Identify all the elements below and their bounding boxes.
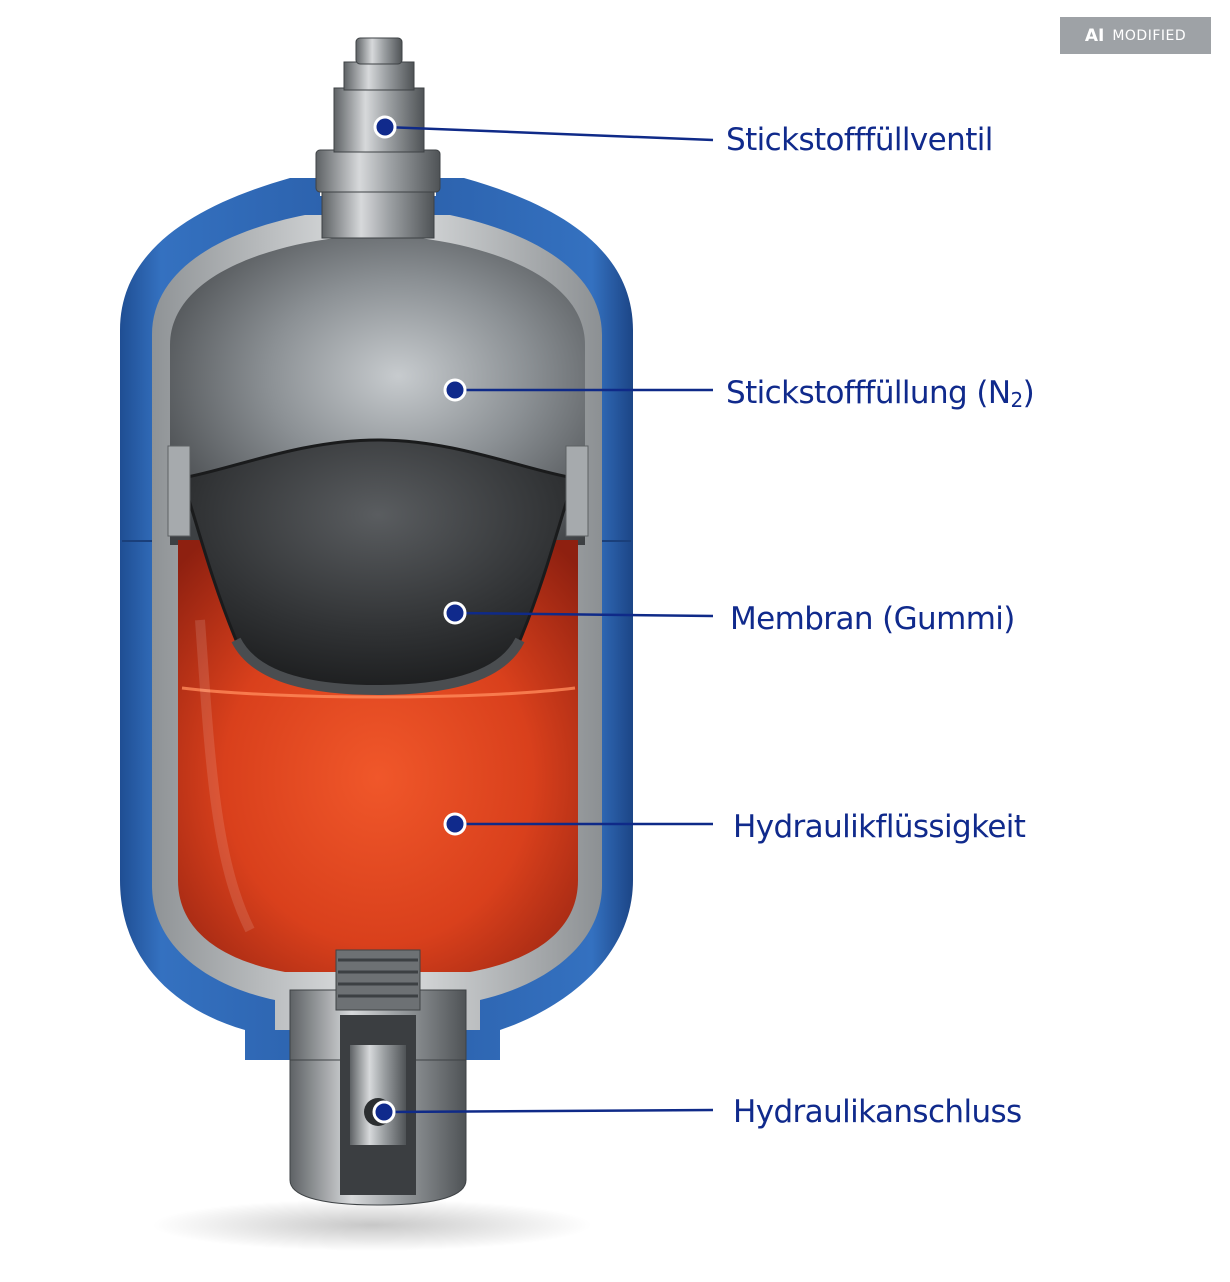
label-nitrogen-fill-suffix: ) [1022, 375, 1035, 411]
leader-lines [372, 115, 714, 1124]
label-hydraulic-fluid-text: Hydraulikflüssigkeit [733, 809, 1026, 845]
fluid-highlight [195, 619, 255, 933]
badge-modified-text: MODIFIED [1112, 27, 1187, 44]
label-hydraulic-port-text: Hydraulikanschluss [733, 1094, 1022, 1130]
badge-ai-text: AI [1084, 25, 1105, 46]
label-nitrogen-fill: Stickstofffüllung (N2) [726, 375, 1035, 412]
floor-shadow [152, 1199, 592, 1251]
label-nitrogen-valve: Stickstofffüllventil [726, 125, 993, 156]
label-hydraulic-fluid: Hydraulikflüssigkeit [733, 809, 1026, 845]
clamp-ring-right [565, 445, 589, 537]
nitrogen-valve [315, 37, 441, 239]
label-hydraulic-port: Hydraulikanschluss [733, 1097, 1022, 1128]
fluid-surface [181, 686, 576, 699]
label-nitrogen-fill-text: Stickstofffüllung (N [726, 375, 1011, 411]
label-nitrogen-fill-subscript: 2 [1010, 388, 1023, 412]
ai-modified-badge: AI MODIFIED [1060, 17, 1211, 54]
membrane-rim [231, 637, 525, 696]
label-membrane: Membran (Gummi) [730, 604, 1015, 635]
label-nitrogen-valve-text: Stickstofffüllventil [726, 122, 993, 158]
clamp-ring-left [167, 445, 191, 537]
label-membrane-text: Membran (Gummi) [730, 601, 1015, 637]
hydraulic-port [289, 949, 467, 1206]
